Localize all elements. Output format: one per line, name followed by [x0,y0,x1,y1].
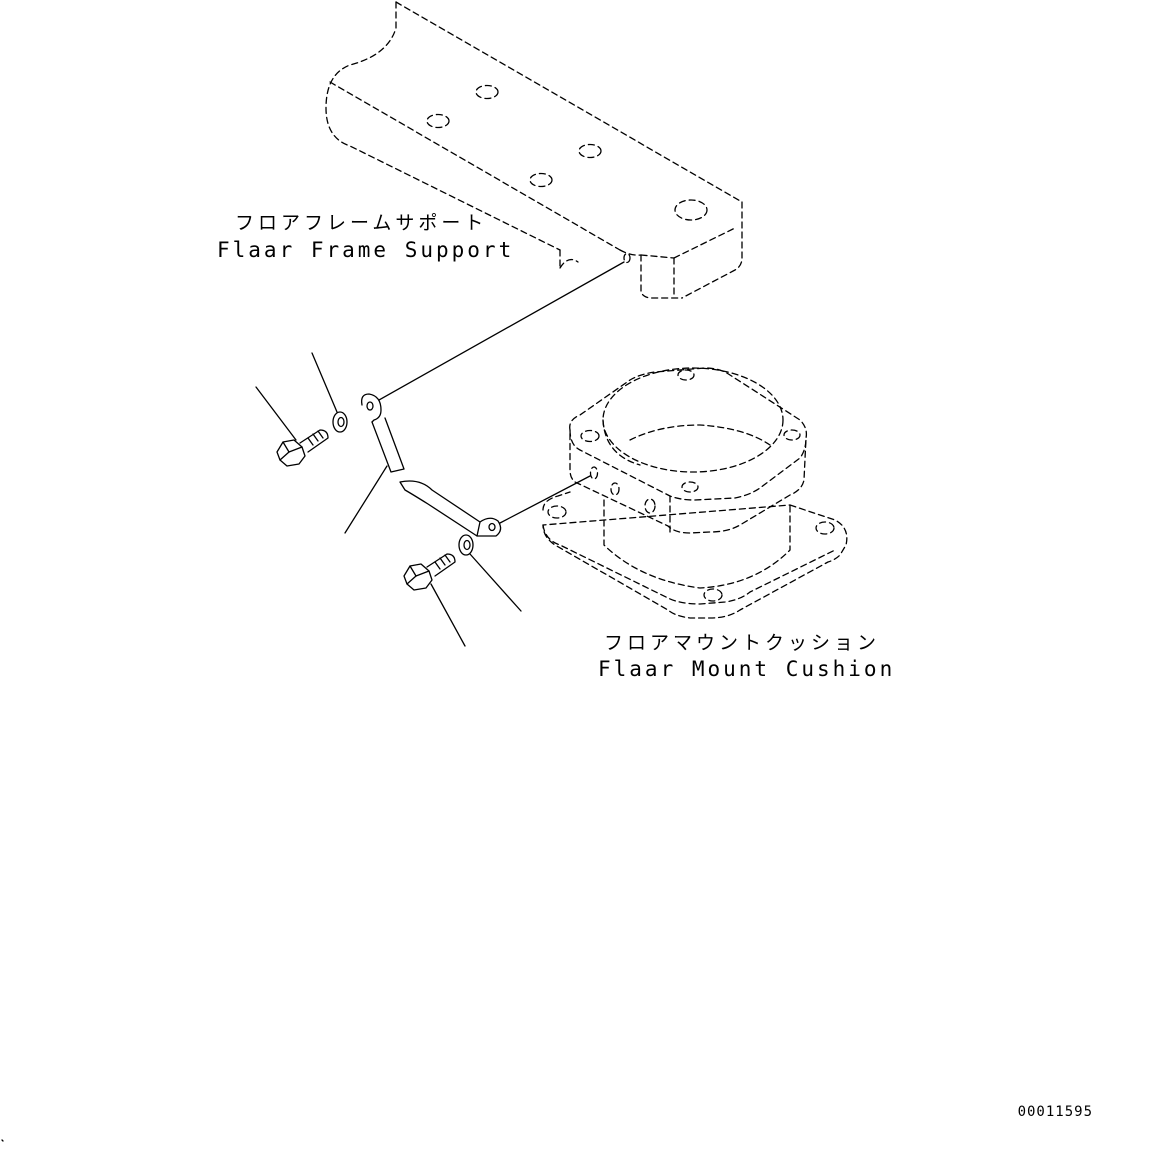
floor-frame-support [325,1,743,401]
ground-strap [344,393,591,537]
page-corner-mark [1,1139,4,1142]
floor-frame-support-label-en: Flaar Frame Support [217,238,515,262]
drawing-number: 00011595 [1017,1104,1093,1120]
floor-mount-cushion [542,367,848,619]
floor-frame-support-label-jp: フロアフレームサポート [235,212,488,234]
upper-bolt [255,386,329,467]
lower-bolt [403,553,466,647]
lower-washer [458,534,522,612]
upper-washer [311,352,348,433]
floor-mount-cushion-label-en: Flaar Mount Cushion [598,657,896,681]
floor-mount-cushion-label-jp: フロアマウントクッション [604,632,881,654]
